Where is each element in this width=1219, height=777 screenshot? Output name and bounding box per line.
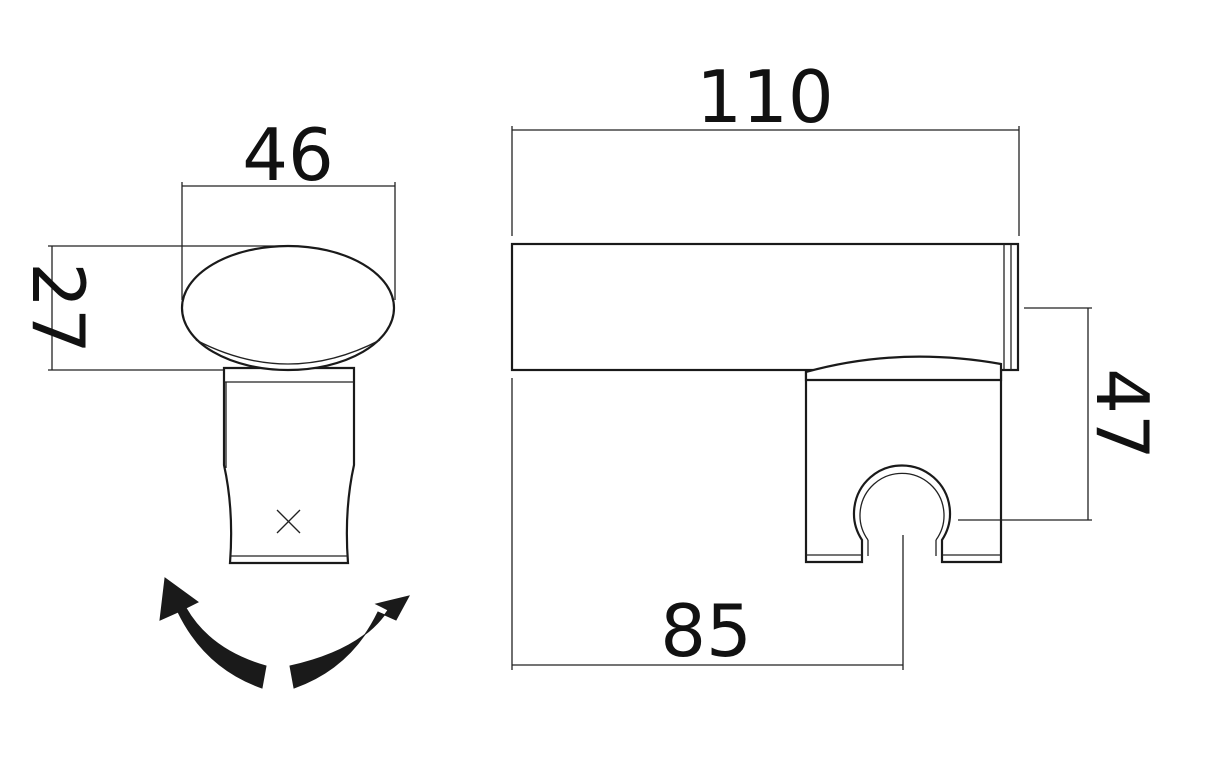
knob-height-dimension: 27 <box>16 245 290 371</box>
holder-height-dimension: 47 <box>958 307 1164 521</box>
knob <box>180 244 396 372</box>
top-width-label: 110 <box>696 55 833 139</box>
holder-offset-dimension: 85 <box>511 378 904 673</box>
rotation-arrows-icon <box>159 577 410 689</box>
stem <box>222 366 356 565</box>
top-width-dimension: 110 <box>511 55 1020 236</box>
holder-offset-label: 85 <box>660 589 752 673</box>
arm <box>510 242 1020 372</box>
front-view: 110 47 85 <box>510 55 1164 673</box>
holder-height-label: 47 <box>1080 368 1164 460</box>
side-view: 46 27 <box>16 113 410 689</box>
knob-height-label: 27 <box>16 262 100 354</box>
holder <box>804 355 1003 564</box>
knob-width-label: 46 <box>242 113 334 197</box>
knob-width-dimension: 46 <box>181 113 396 300</box>
